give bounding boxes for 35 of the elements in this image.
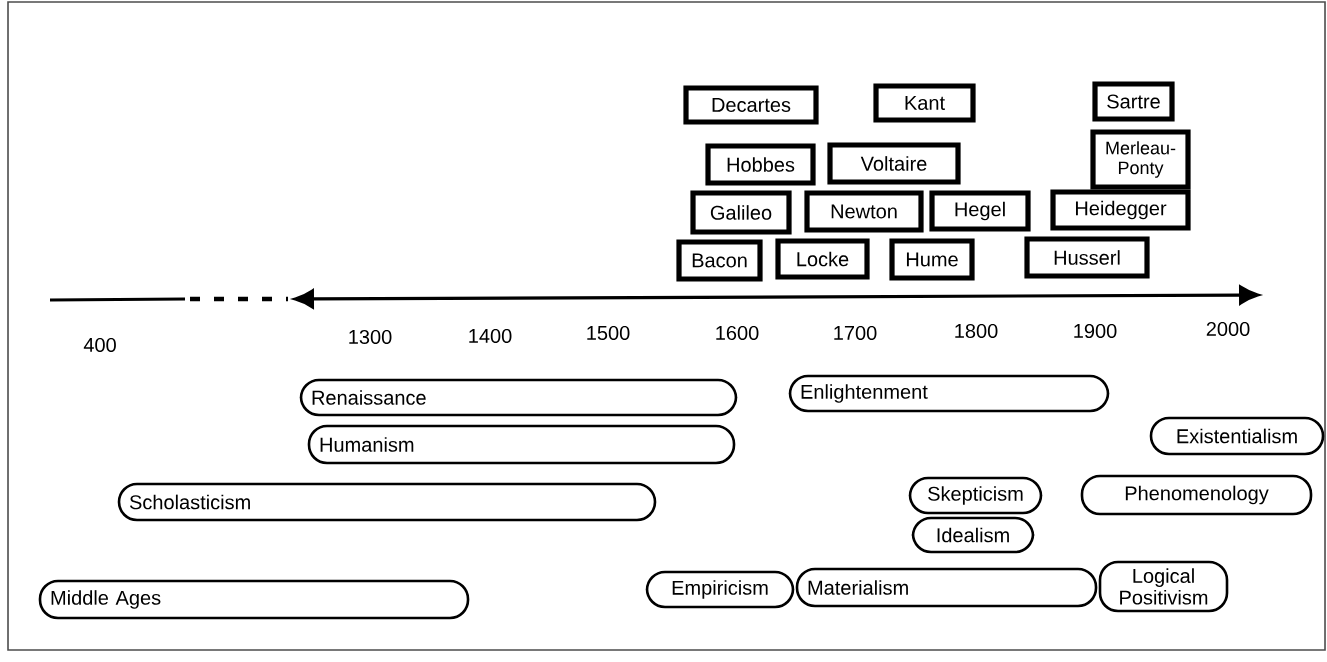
year-label: 1300 [349,329,392,345]
name-box: Sartre [1092,81,1175,122]
name-box: Merleau-Ponty [1090,129,1191,190]
year-label: 1400 [469,328,512,344]
name-box: Hegel [929,190,1031,232]
name-box: Hobbes [705,143,816,186]
period-box: Skepticism [908,476,1043,515]
period-box: Existentialism [1149,416,1325,456]
year-label: 1500 [587,325,630,341]
name-box: Hume [889,238,975,281]
year-label: 1900 [1074,323,1117,339]
name-box: Voltaire [827,142,961,185]
period-box: Scholasticism [117,482,657,522]
period-box: Empiricism [645,570,795,609]
name-box: Bacon [676,239,763,282]
period-box: Materialism [795,567,1098,608]
year-label: 1800 [955,323,998,339]
name-box: Locke [775,238,870,280]
name-box: Heidegger [1050,189,1191,231]
period-box: Enlightenment [788,374,1110,413]
period-box: Middle Ages [38,579,470,620]
period-box: Logical Positivism [1098,560,1229,613]
period-box: Idealism [911,516,1035,554]
year-label: 1600 [716,325,759,341]
period-box: Humanism [307,424,736,465]
year-label: 1700 [834,325,877,341]
name-box: Galileo [690,190,792,235]
name-box: Kant [873,83,976,123]
period-box: Phenomenology [1080,474,1313,516]
year-label: 400 [83,337,116,353]
name-box: Decartes [683,85,819,125]
name-box: Husserl [1024,236,1150,279]
period-box: Renaissance [299,378,738,417]
year-label: 2000 [1206,321,1250,337]
name-box: Newton [804,190,924,233]
